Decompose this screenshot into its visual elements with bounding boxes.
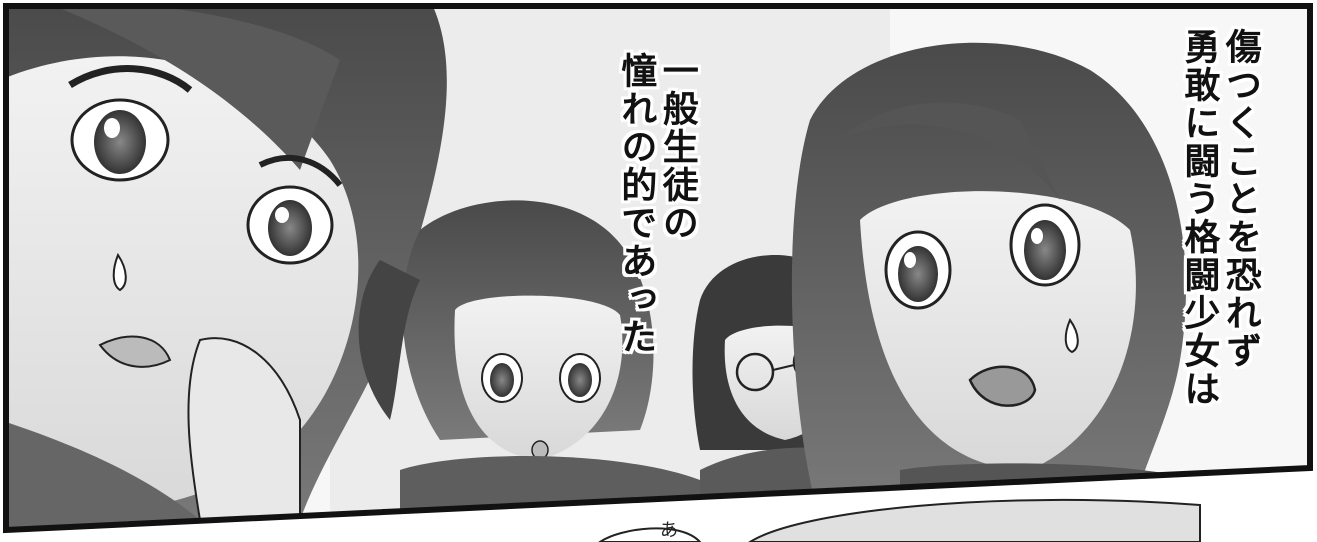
character-left [6,6,447,530]
caption-left-line1: 一般生徒の [656,52,698,242]
sound-effect-text: あ [660,520,678,541]
narration-caption-left: 一般生徒の 憧れの的であった [615,52,698,392]
caption-left-line2: 憧れの的であった [615,52,657,356]
panel-border [2,3,1313,534]
caption-right-line1: 傷つくことを恐れず [1219,28,1261,370]
caption-right-line2: 勇敢に闘う格闘少女は [1178,28,1220,408]
character-right [791,42,1200,530]
narration-caption-right: 傷つくことを恐れず 勇敢に闘う格闘少女は [1178,28,1261,448]
bottom-panel [598,498,1201,542]
